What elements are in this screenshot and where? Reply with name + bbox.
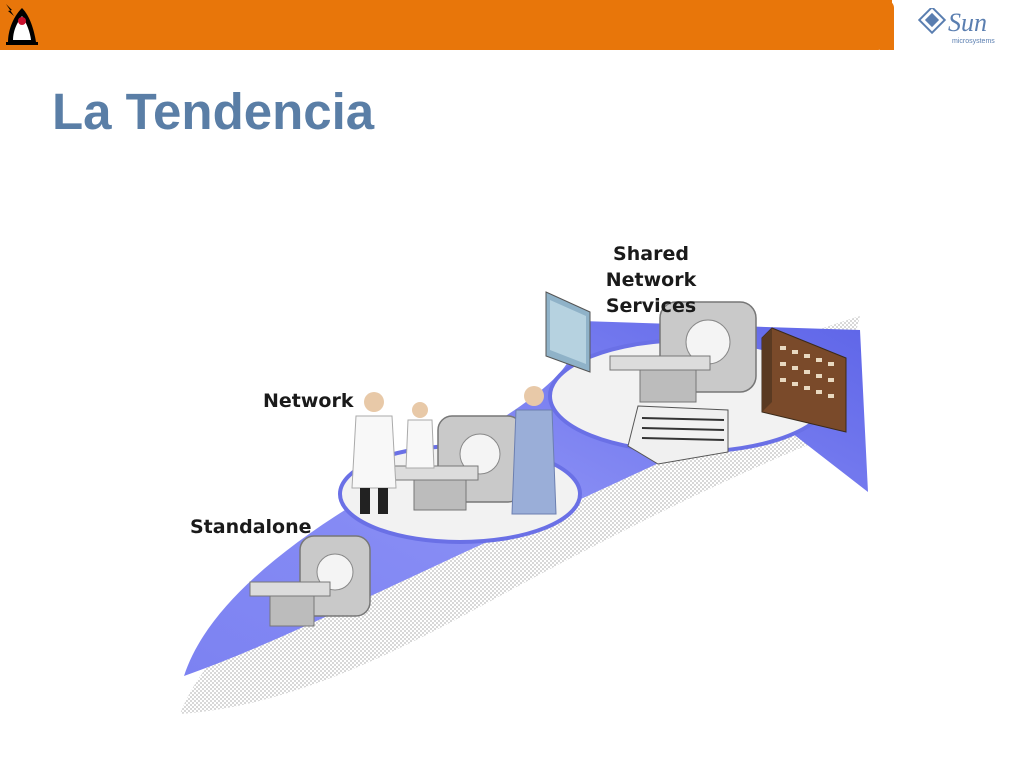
workstation-icon [545, 291, 591, 373]
stage-label-network: Network [263, 390, 354, 412]
network-evolution-diagram [180, 291, 868, 714]
stage-label-shared-line2: Services [605, 295, 697, 317]
slide-title: La Tendencia [52, 83, 375, 140]
network-scanner-icon [387, 415, 523, 511]
orange-header-band [0, 0, 892, 50]
shared-scanner-icon [609, 301, 757, 403]
stage-label-shared-line1: Shared Network [605, 243, 697, 291]
stage-label-shared-network-services: Shared Network Services [568, 241, 734, 319]
java-duke-icon [6, 4, 38, 45]
doctor-icon [351, 392, 397, 514]
nurse-icon [405, 402, 435, 469]
sun-wordmark: Sun [948, 8, 987, 37]
surgeon-icon [511, 386, 557, 515]
header-bar: Sun microsystems [0, 0, 1024, 52]
hospital-building-icon [761, 327, 847, 433]
standalone-scanner-icon [249, 535, 371, 627]
sun-submark: microsystems [952, 38, 995, 45]
orange-header-curve [880, 0, 894, 50]
office-building-icon [627, 405, 729, 465]
sun-logo-icon [918, 8, 947, 35]
stage-label-standalone: Standalone [190, 516, 312, 538]
